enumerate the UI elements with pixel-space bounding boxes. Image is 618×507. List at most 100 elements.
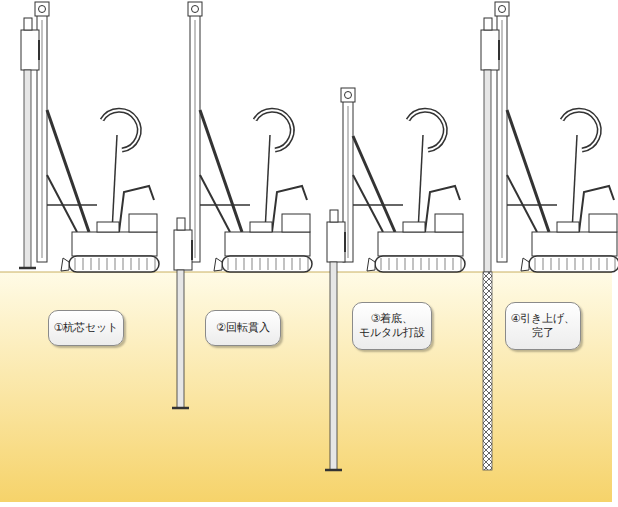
- step-text-group: ②回転貫入: [216, 321, 270, 335]
- pile-rod: [484, 70, 491, 272]
- crawler-tread: [292, 258, 293, 270]
- blade: [521, 258, 529, 271]
- crawler-tread: [284, 258, 285, 270]
- body: [532, 232, 617, 256]
- strut: [507, 204, 557, 206]
- crawler-tread: [583, 258, 584, 270]
- sheave: [345, 92, 352, 99]
- step-text: ②回転貫入: [216, 321, 270, 335]
- crawler: [375, 256, 465, 272]
- crawler-tread: [260, 258, 261, 270]
- crawler-tread: [413, 258, 414, 270]
- head-guide: [38, 40, 40, 60]
- reel-stand: [112, 135, 117, 232]
- body: [72, 232, 157, 256]
- mast-top: [188, 2, 202, 16]
- crawler-tread: [429, 258, 430, 270]
- crawler-tread: [559, 258, 560, 270]
- crawler-tread: [461, 258, 462, 270]
- pile-driver: [172, 2, 312, 408]
- hose-reel: [102, 110, 139, 150]
- crawler-tread: [268, 258, 269, 270]
- crawler-tread: [421, 258, 422, 270]
- blade: [61, 258, 69, 271]
- crawler-tread: [276, 258, 277, 270]
- hose-reel: [562, 110, 599, 150]
- pile-driver: [481, 2, 618, 470]
- crawler-tread: [252, 258, 253, 270]
- strut: [200, 110, 242, 232]
- hose-reel: [102, 110, 139, 150]
- drive-head: [481, 30, 499, 70]
- strut: [47, 204, 97, 206]
- strut: [47, 175, 77, 232]
- head-guide: [498, 40, 500, 60]
- crawler-tread: [535, 258, 536, 270]
- motor: [24, 18, 32, 30]
- drive-head: [21, 30, 39, 70]
- motor: [484, 18, 492, 30]
- step-text-group: ④引き上げ、 完了: [509, 312, 577, 340]
- crawler-tread: [445, 258, 446, 270]
- crawler-tread: [615, 258, 616, 270]
- reel-stand: [265, 135, 270, 232]
- engine: [435, 214, 463, 232]
- mast-line: [348, 106, 349, 258]
- crawler-tread: [99, 258, 100, 270]
- crawler-tread: [139, 258, 140, 270]
- step-label: ③着底、 モルタル打設: [352, 302, 432, 350]
- crawler-tread: [228, 258, 229, 270]
- crawler-tread: [75, 258, 76, 270]
- strut: [200, 204, 250, 206]
- crawler-tread: [115, 258, 116, 270]
- blade: [367, 258, 375, 271]
- hose-reel: [408, 110, 445, 150]
- crawler: [222, 256, 312, 272]
- seat: [97, 222, 119, 232]
- crawler-tread: [551, 258, 552, 270]
- sheave: [499, 6, 506, 13]
- body: [225, 232, 310, 256]
- machines: [19, 2, 618, 470]
- step-label: ①杭芯セット: [48, 310, 124, 346]
- step-text: ④引き上げ、 完了: [509, 312, 577, 340]
- hose-reel: [408, 110, 445, 150]
- crawler-tread: [131, 258, 132, 270]
- step-text: ①杭芯セット: [54, 321, 119, 335]
- crawler-tread: [405, 258, 406, 270]
- pile-tip: [325, 469, 342, 472]
- motor: [177, 218, 185, 230]
- seat: [403, 222, 425, 232]
- reel-stand: [572, 135, 577, 232]
- head-guide: [191, 240, 193, 260]
- pile-tip: [19, 267, 36, 270]
- ground: [0, 272, 612, 502]
- mast-top: [35, 2, 49, 16]
- crawler-tread: [91, 258, 92, 270]
- reel-stand: [418, 135, 423, 232]
- engine: [282, 214, 310, 232]
- crawler-tread: [236, 258, 237, 270]
- crawler-tread: [567, 258, 568, 270]
- mast-top: [341, 88, 355, 102]
- mast-line: [502, 20, 503, 258]
- crawler-tread: [575, 258, 576, 270]
- mortar-column: [483, 272, 492, 470]
- strut: [507, 175, 537, 232]
- crawler-tread: [453, 258, 454, 270]
- strut: [353, 136, 395, 232]
- step-text-group: ①杭芯セット: [54, 321, 119, 335]
- sheave: [39, 6, 46, 13]
- mast: [497, 10, 507, 262]
- hose-reel: [255, 110, 292, 150]
- motor: [330, 210, 338, 222]
- crawler-tread: [543, 258, 544, 270]
- crawler: [529, 256, 618, 272]
- crawler-tread: [381, 258, 382, 270]
- step-text-group: ③着底、 モルタル打設: [356, 312, 428, 340]
- crawler-tread: [83, 258, 84, 270]
- drive-head: [174, 230, 192, 270]
